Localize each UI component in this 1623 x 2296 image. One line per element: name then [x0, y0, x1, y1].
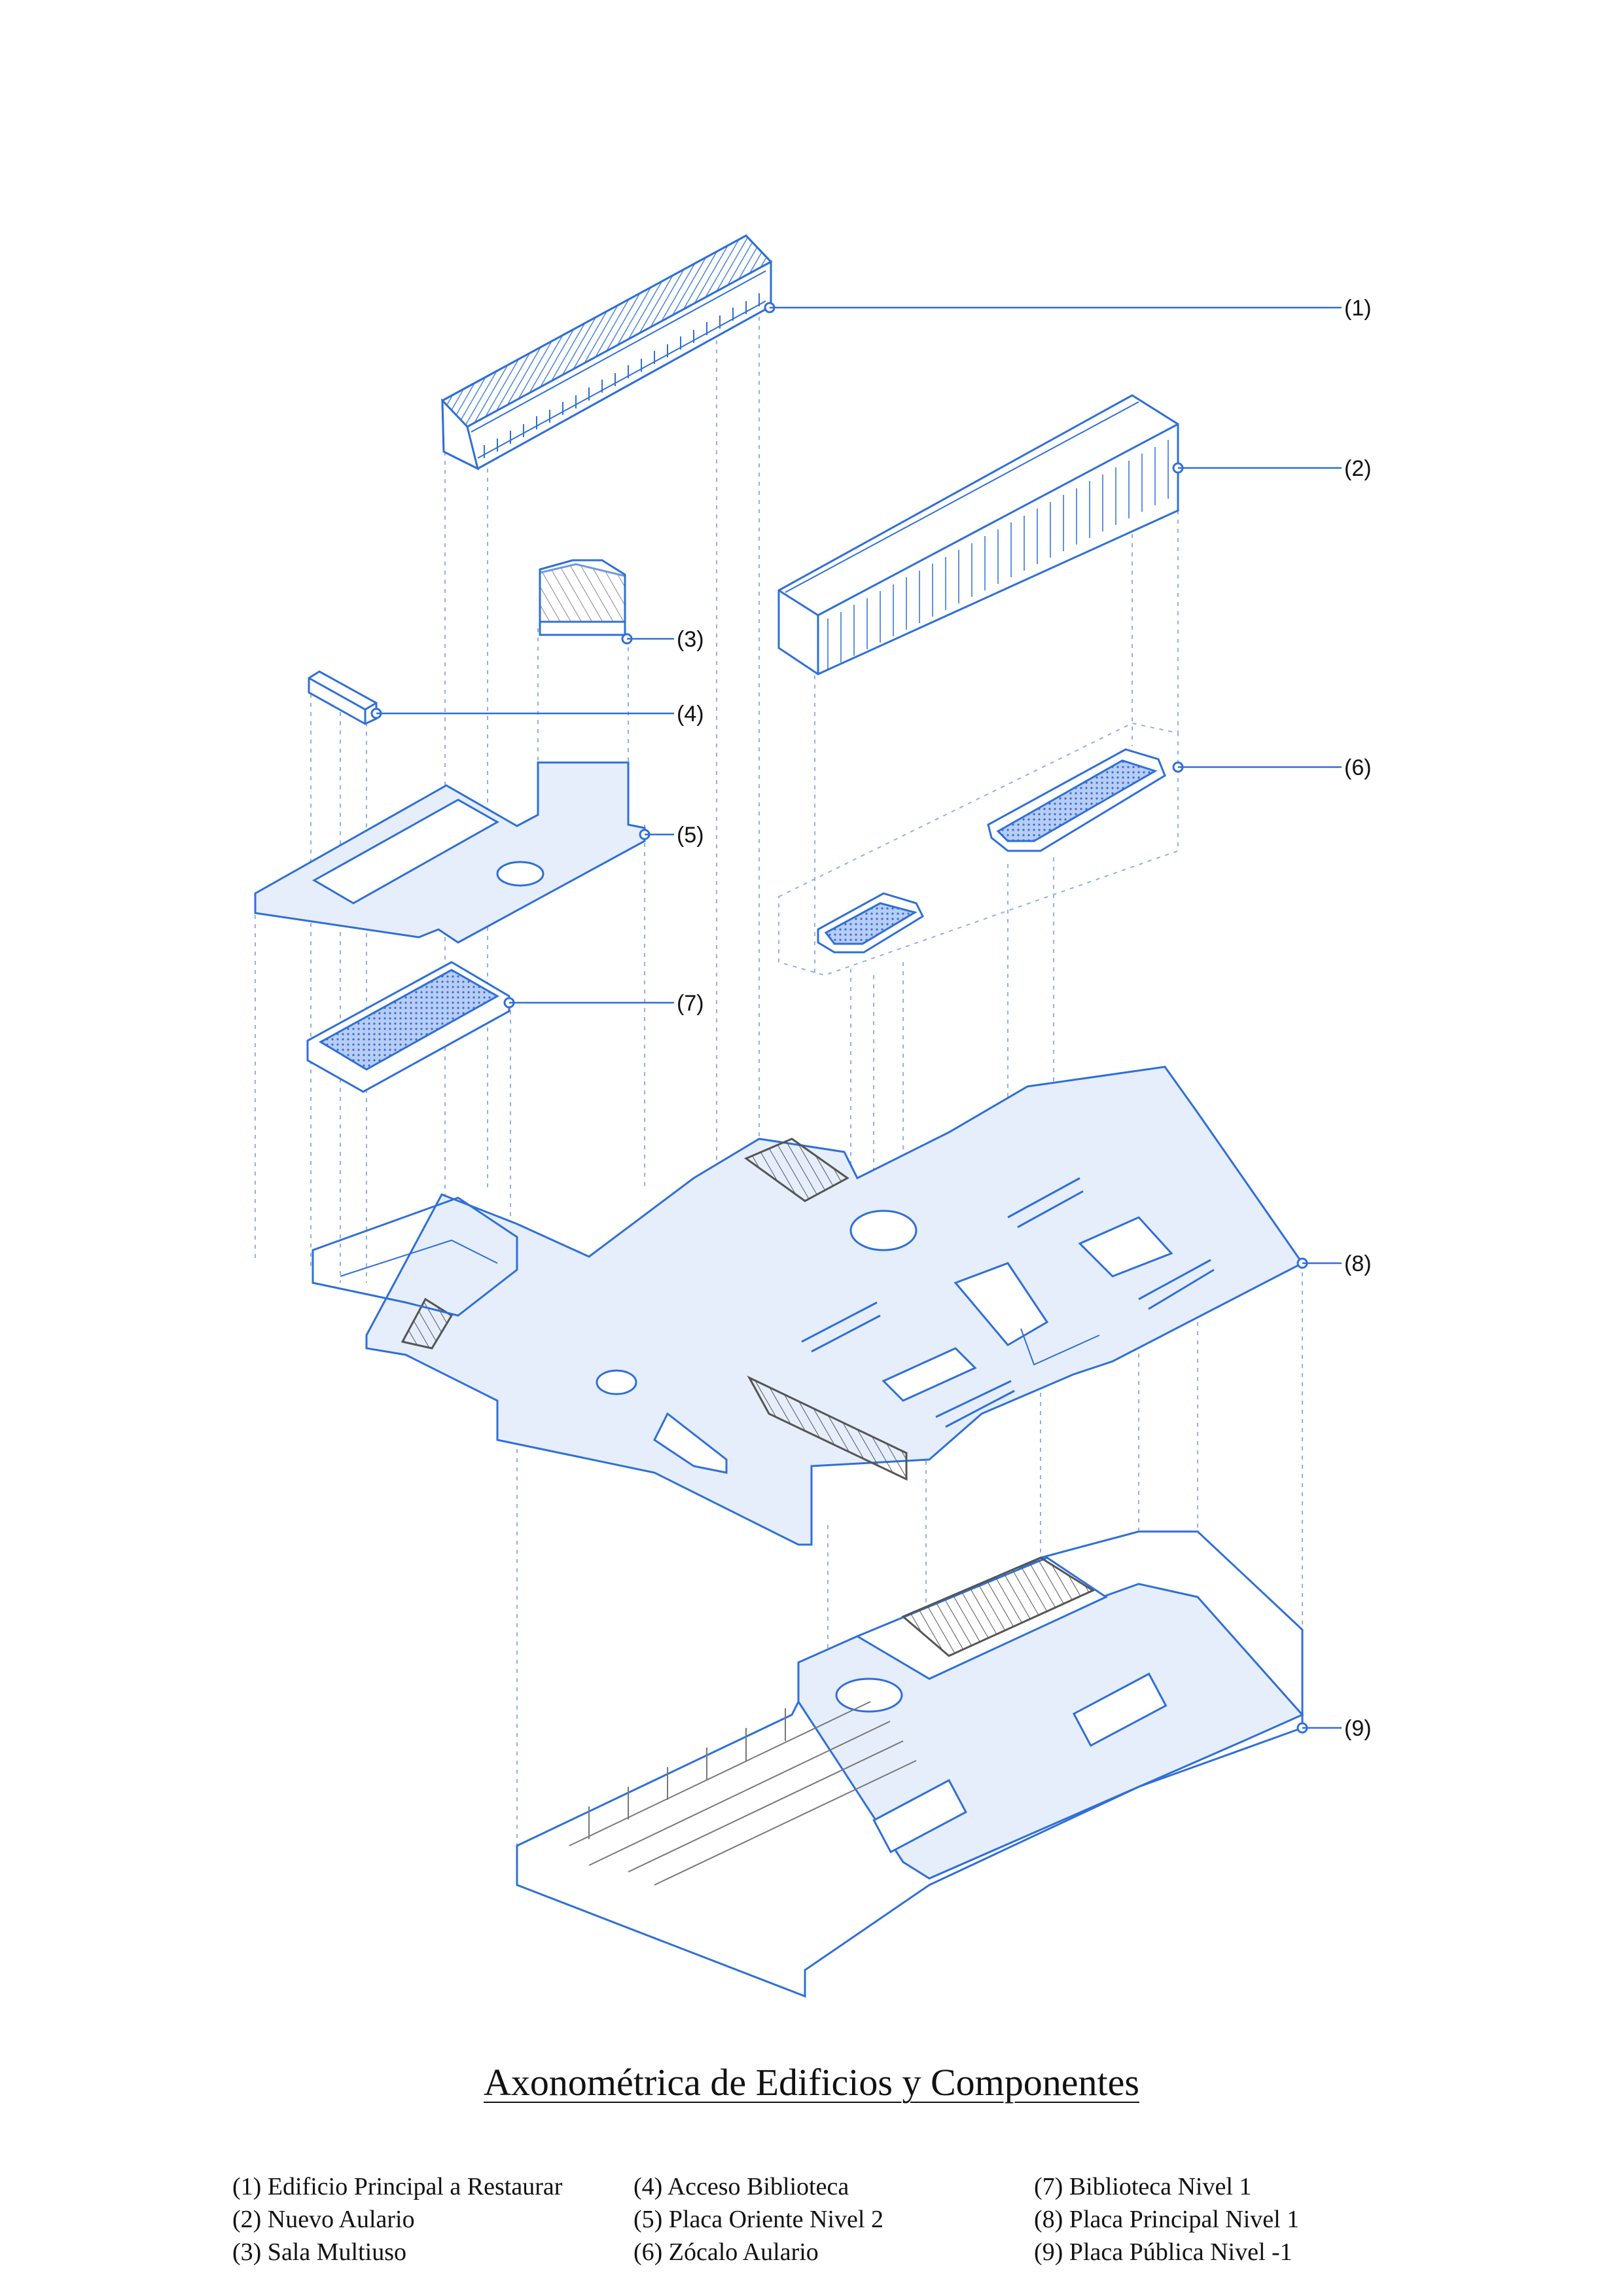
legend-column-3: (7) Biblioteca Nivel 1 (8) Placa Princip… — [1034, 2170, 1299, 2269]
callout-3: (3) — [677, 627, 704, 652]
legend-item-7: (7) Biblioteca Nivel 1 — [1034, 2173, 1252, 2200]
legend-item-2: (2) Nuevo Aulario — [232, 2206, 415, 2233]
callout-leaders — [376, 306, 1342, 1729]
legend-item-4: (4) Acceso Biblioteca — [633, 2173, 849, 2200]
new-classroom-block — [777, 394, 1184, 675]
legend-column-1: (1) Edificio Principal a Restaurar (2) N… — [232, 2170, 562, 2269]
callout-7: (7) — [677, 991, 704, 1016]
diagram-title: Axonométrica de Edificios y Componentes — [484, 2061, 1139, 2104]
classroom-plinth — [778, 722, 1184, 977]
library-level-1 — [306, 961, 515, 1093]
public-plate-level-minus-1 — [516, 1530, 1308, 1998]
callout-2: (2) — [1344, 456, 1372, 481]
multipurpose-hall — [539, 559, 633, 645]
east-plate-level-2 — [254, 761, 651, 944]
legend-item-5: (5) Placa Oriente Nivel 2 — [633, 2206, 883, 2233]
legend-item-1: (1) Edificio Principal a Restaurar — [232, 2173, 563, 2200]
legend-item-3: (3) Sala Multiuso — [232, 2238, 406, 2266]
legend-item-9: (9) Placa Pública Nivel -1 — [1034, 2238, 1293, 2266]
main-plate-level-1 — [312, 1066, 1308, 1546]
legend-item-6: (6) Zócalo Aulario — [633, 2238, 819, 2266]
callout-6: (6) — [1344, 755, 1372, 780]
legend-column-2: (4) Acceso Biblioteca (5) Placa Oriente … — [633, 2170, 883, 2269]
callout-9: (9) — [1344, 1716, 1372, 1741]
callout-1: (1) — [1344, 296, 1372, 321]
callout-8: (8) — [1344, 1251, 1372, 1276]
library-access — [308, 670, 382, 725]
callout-4: (4) — [677, 702, 704, 726]
callout-5: (5) — [677, 823, 704, 848]
main-building — [440, 234, 776, 471]
legend-item-8: (8) Placa Principal Nivel 1 — [1034, 2206, 1300, 2233]
